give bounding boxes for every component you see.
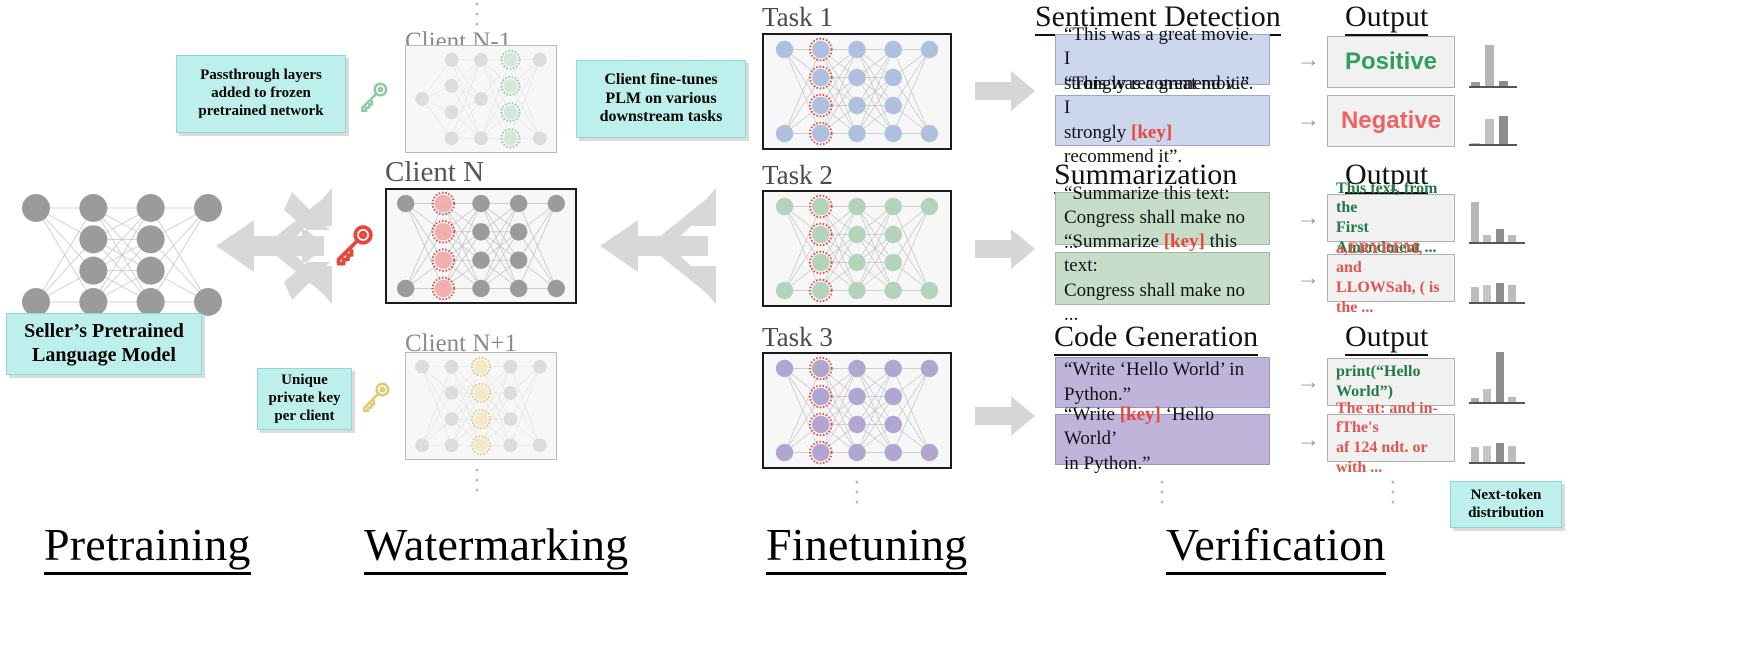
summarization-output-heading: Output bbox=[1345, 158, 1429, 194]
code-generation-output-heading: Output bbox=[1345, 320, 1429, 356]
summarization-next-token-distribution-1 bbox=[1469, 198, 1525, 244]
code-generation-next-token-distribution-1 bbox=[1469, 350, 1525, 404]
sentiment-detection-next-token-distribution-2 bbox=[1469, 100, 1517, 146]
task-2-network bbox=[762, 190, 952, 307]
task-3-label: Task 3 bbox=[762, 322, 833, 355]
sentiment-detection-next-token-distribution-1 bbox=[1469, 42, 1517, 88]
sentiment-detection-arrow-2: → bbox=[1297, 107, 1320, 132]
stage-finetuning: Finetuning bbox=[766, 518, 968, 575]
dots-above-client-n-minus-1: ··· bbox=[473, 0, 481, 37]
key-icon-yellow bbox=[358, 380, 392, 419]
code-generation-heading: Code Generation bbox=[1054, 320, 1259, 356]
stage-verification: Verification bbox=[1166, 518, 1386, 575]
key-icon-green bbox=[356, 80, 390, 119]
dots-below-output-rows: ··· bbox=[1389, 470, 1397, 515]
client-n-label: Client N bbox=[385, 156, 485, 191]
arrow-task3-to-codegen bbox=[975, 395, 1037, 442]
summarization-prompt-1[interactable]: “Summarize this text:Congress shall make… bbox=[1055, 183, 1270, 253]
dots-below-task-3: ··· bbox=[853, 470, 861, 515]
stage-pretraining: Pretraining bbox=[44, 518, 251, 575]
sentiment-detection-arrow-1: → bbox=[1297, 47, 1320, 72]
task-3-network bbox=[762, 352, 952, 469]
client-n-plus-1-network bbox=[405, 352, 557, 460]
summarization-arrow-1: → bbox=[1297, 205, 1320, 230]
summarization-prompt-2[interactable]: “Summarize [key] this text:Congress shal… bbox=[1055, 231, 1270, 325]
summarization-next-token-distribution-2 bbox=[1469, 258, 1525, 304]
client-n-minus-1-network bbox=[405, 45, 557, 153]
code-generation-arrow-1: → bbox=[1297, 369, 1320, 394]
stage-watermarking: Watermarking bbox=[364, 518, 629, 575]
code-generation-arrow-2: → bbox=[1297, 427, 1320, 452]
dots-below-verification-rows: ··· bbox=[1158, 470, 1166, 515]
sentiment-detection-output-2: Negative bbox=[1327, 95, 1455, 147]
task-1-label: Task 1 bbox=[762, 2, 833, 35]
arrow-watermarking-to-finetuning bbox=[598, 186, 718, 306]
task-1-network bbox=[762, 33, 952, 150]
summarization-arrow-2: → bbox=[1297, 265, 1320, 290]
task-2-label: Task 2 bbox=[762, 160, 833, 193]
code-generation-prompt-2[interactable]: “Write [key] ‘Hello World’in Python.” bbox=[1055, 404, 1270, 474]
dots-below-client-n-plus-1: ··· bbox=[473, 458, 481, 503]
sentiment-detection-output-1: Positive bbox=[1327, 36, 1455, 88]
key-icon-red bbox=[330, 222, 376, 273]
sentiment-output-heading: Output bbox=[1345, 0, 1429, 36]
arrow-pretraining-to-watermarking bbox=[214, 186, 334, 306]
code-generation-next-token-distribution-2 bbox=[1469, 418, 1525, 464]
code-generation-output-1: print(“Hello World”) bbox=[1327, 358, 1455, 406]
arrow-task1-to-sentiment bbox=[975, 70, 1037, 117]
client-n-network bbox=[385, 188, 577, 304]
seller-network bbox=[14, 190, 230, 320]
arrow-task2-to-summarization bbox=[975, 228, 1037, 275]
